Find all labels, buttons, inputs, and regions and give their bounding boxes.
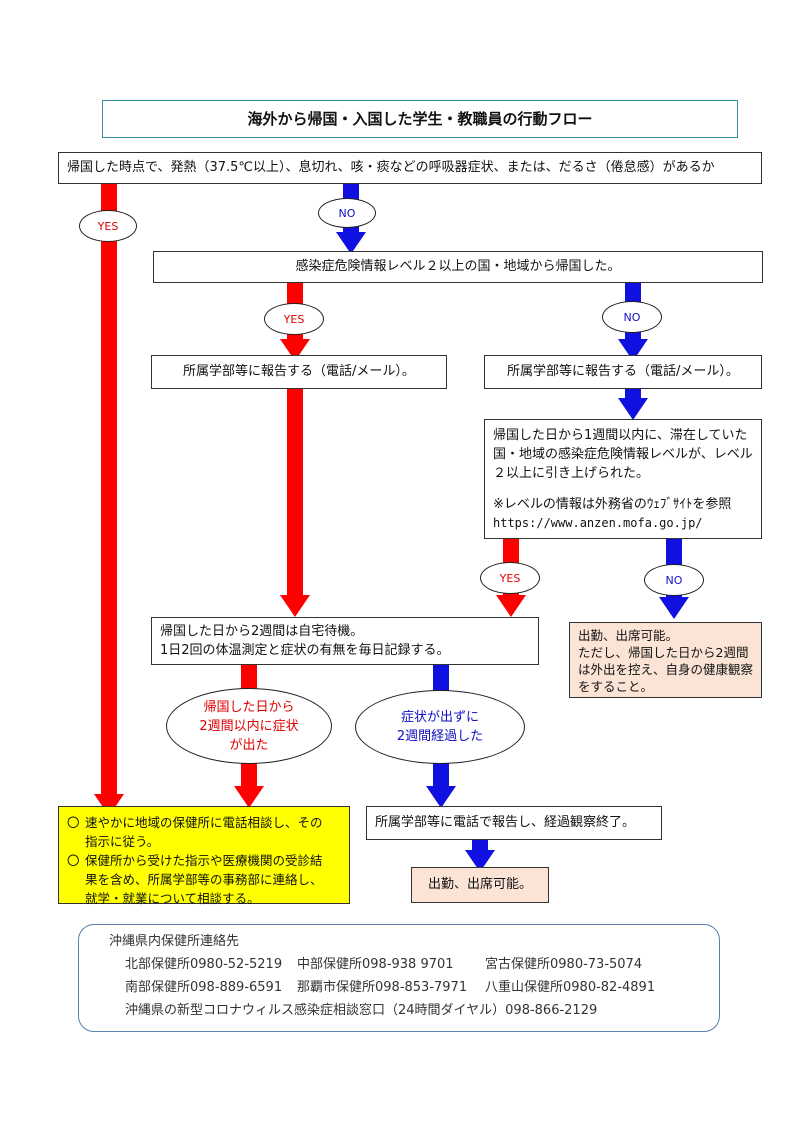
attend-with-observation-box: 出勤、出席可能。 ただし、帰国した日から2週間 は外出を控え、自身の健康観察 を… — [569, 622, 762, 698]
arrow-raised-yes-head — [496, 595, 526, 617]
question-level2-box: 感染症危険情報レベル２以上の国・地域から帰国した。 — [153, 251, 763, 283]
attend-ok-box: 出勤、出席可能。 — [411, 867, 549, 903]
arrow-standby-symptom-head — [234, 786, 264, 808]
label-yes: YES — [264, 303, 324, 335]
arrow-q1-no-head — [336, 232, 366, 254]
standby-text: 1日2回の体温測定と症状の有無を毎日記録する。 — [160, 643, 450, 658]
mofa-url[interactable]: https://www.anzen.mofa.go.jp/ — [493, 516, 703, 530]
arrow-report-to-standby-head — [280, 595, 310, 617]
arrow-report-to-raised-head — [618, 398, 648, 420]
level-raised-box: 帰国した日から1週間以内に、滞在していた 国・地域の感染症危険情報レベルが、レベ… — [484, 419, 762, 539]
mofa-note: ※レベルの情報は外務省のｳｪﾌﾞｻｲﾄを参照 — [493, 497, 732, 512]
label-no: NO — [318, 198, 376, 228]
contact-hokubu: 北部保健所0980-52-5219 — [125, 957, 283, 972]
arrow-final-head — [465, 850, 495, 872]
arrow-report-to-standby — [287, 389, 303, 597]
health-center-contacts: 沖縄県内保健所連絡先 北部保健所0980-52-5219 中部保健所098-93… — [78, 924, 720, 1032]
arrow-raised-no-head — [659, 597, 689, 619]
arrow-standby-nosymptom-head — [426, 786, 456, 808]
label-no: NO — [602, 301, 662, 333]
arrow-q1-yes — [101, 184, 117, 796]
consult-health-center-box: 〇速やかに地域の保健所に電話相談し、その 指示に従う。 〇保健所から受けた指示や… — [58, 806, 350, 906]
contact-miyako: 宮古保健所0980-73-5074 — [485, 957, 643, 972]
ok-text: は外出を控え、自身の健康観察 — [578, 662, 754, 677]
contacts-heading: 沖縄県内保健所連絡先 — [109, 934, 240, 949]
contact-yaeyama: 八重山保健所0980-82-4891 — [485, 980, 656, 995]
raised-text: 帰国した日から1週間以内に、滞在していた — [493, 428, 748, 443]
contact-nanbu: 南部保健所098-889-6591 — [125, 980, 283, 995]
ok-text: ただし、帰国した日から2週間 — [578, 645, 749, 660]
page-title: 海外から帰国・入国した学生・教職員の行動フロー — [102, 100, 738, 138]
contact-hotline: 沖縄県の新型コロナウィルス感染症相談窓口（24時間ダイヤル）098-866-21… — [125, 1003, 598, 1018]
report-box-right: 所属学部等に報告する（電話/メール）。 — [484, 355, 762, 389]
raised-text: 国・地域の感染症危険情報レベルが、レベル — [493, 447, 753, 462]
standby-text: 帰国した日から2週間は自宅待機。 — [160, 624, 364, 639]
question-symptoms-box: 帰国した時点で、発熱（37.5℃以上）、息切れ、咳・痰などの呼吸器症状、または、… — [58, 152, 762, 184]
report-box-left: 所属学部等に報告する（電話/メール）。 — [151, 355, 447, 389]
home-standby-box: 帰国した日から2週間は自宅待機。 1日2回の体温測定と症状の有無を毎日記録する。 — [151, 617, 539, 665]
raised-text: ２以上に引き上げられた。 — [493, 466, 650, 481]
label-yes: YES — [480, 562, 540, 594]
final-report-box: 所属学部等に電話で報告し、経過観察終了。 — [366, 806, 662, 840]
label-no: NO — [644, 564, 704, 596]
ok-text: 出勤、出席可能。 — [578, 628, 679, 643]
contact-naha: 那覇市保健所098-853-7971 — [297, 980, 468, 995]
ok-text: をすること。 — [578, 679, 654, 694]
label-yes: YES — [79, 210, 137, 242]
contact-chubu: 中部保健所098-938 9701 — [297, 957, 454, 972]
